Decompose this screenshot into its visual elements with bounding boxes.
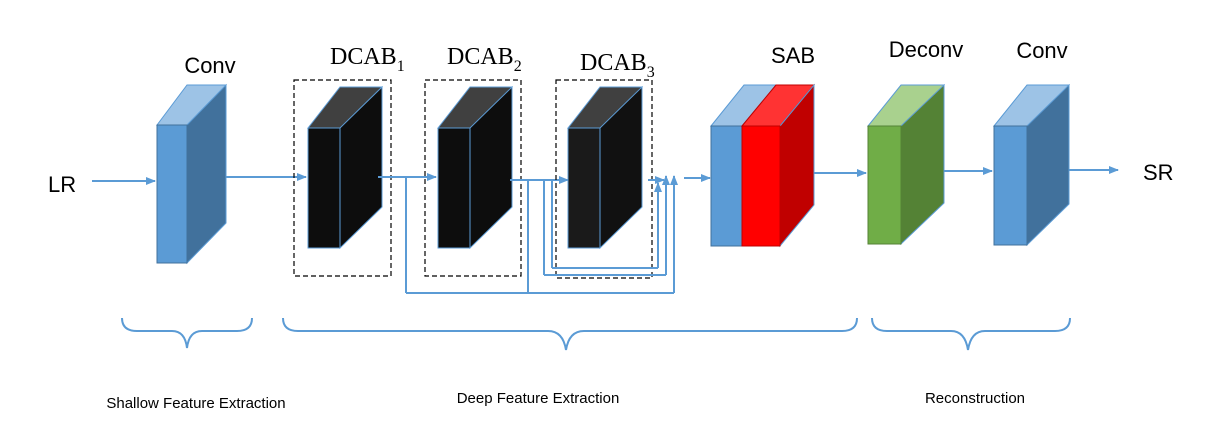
- stage-reconstruction-label: Reconstruction: [925, 390, 1025, 407]
- brace-shallow: [121, 317, 253, 349]
- input-label: LR: [48, 172, 76, 197]
- sab-label: SAB: [771, 43, 815, 68]
- conv-block-1: [156, 83, 227, 265]
- dcab-block-3: [566, 85, 644, 250]
- stage-shallow-label: Shallow Feature Extraction: [106, 395, 285, 412]
- output-label: SR: [1143, 160, 1174, 185]
- dcab-block-2: [436, 85, 514, 250]
- conv-label-2: Conv: [1016, 38, 1067, 63]
- brace-deep: [282, 317, 858, 351]
- deconv-block: [866, 83, 946, 246]
- dcab2-dashed-box: [424, 79, 522, 277]
- sab-block: [709, 83, 816, 248]
- deconv-label: Deconv: [889, 37, 964, 62]
- conv-block-2: [992, 83, 1071, 247]
- conv-label-1: Conv: [184, 53, 235, 78]
- skip-connections: [405, 175, 678, 294]
- dcab-block-1: [306, 85, 384, 250]
- dcab2-label: DCAB2: [447, 44, 522, 75]
- brace-reconstruction: [871, 317, 1071, 351]
- stage-deep-label: Deep Feature Extraction: [457, 390, 620, 407]
- dcab3-label: DCAB3: [580, 50, 655, 81]
- dcab1-label: DCAB1: [330, 44, 405, 75]
